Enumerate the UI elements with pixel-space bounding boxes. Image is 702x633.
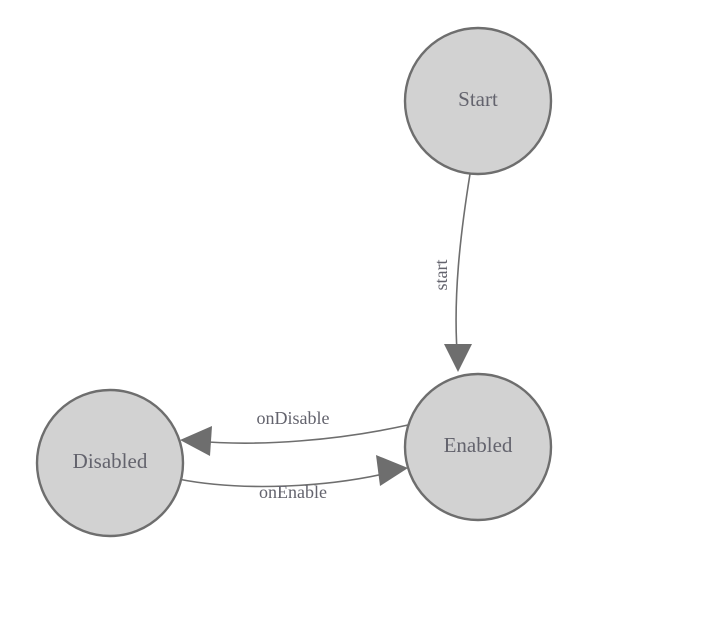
node-circle-disabled[interactable] <box>35 388 185 538</box>
edge-enabled-to-disabled[interactable]: onDisable <box>180 408 409 456</box>
node-disabled[interactable]: Disabled <box>35 388 185 538</box>
edge-label-ondisable: onDisable <box>257 408 330 428</box>
edge-disabled-to-enabled[interactable]: onEnable <box>177 455 408 502</box>
node-label-disabled: Disabled <box>73 449 148 473</box>
node-start[interactable]: Start <box>403 26 553 176</box>
edge-start-to-enabled[interactable]: start <box>431 173 472 372</box>
node-label-enabled: Enabled <box>444 433 513 457</box>
arrowhead-icon-ondisable <box>180 426 212 456</box>
edge-line-onenable <box>177 471 393 488</box>
node-label-start: Start <box>458 87 498 111</box>
node-enabled[interactable]: Enabled <box>403 372 553 522</box>
edge-line-start <box>455 173 471 365</box>
arrowhead-icon-onenable <box>376 455 408 486</box>
node-circle-start[interactable] <box>403 26 553 176</box>
edge-line-ondisable <box>195 424 409 444</box>
node-circle-enabled[interactable] <box>403 372 553 522</box>
edge-label-start: start <box>431 260 451 291</box>
edge-label-onenable: onEnable <box>259 482 327 502</box>
arrowhead-icon-start <box>444 344 472 372</box>
